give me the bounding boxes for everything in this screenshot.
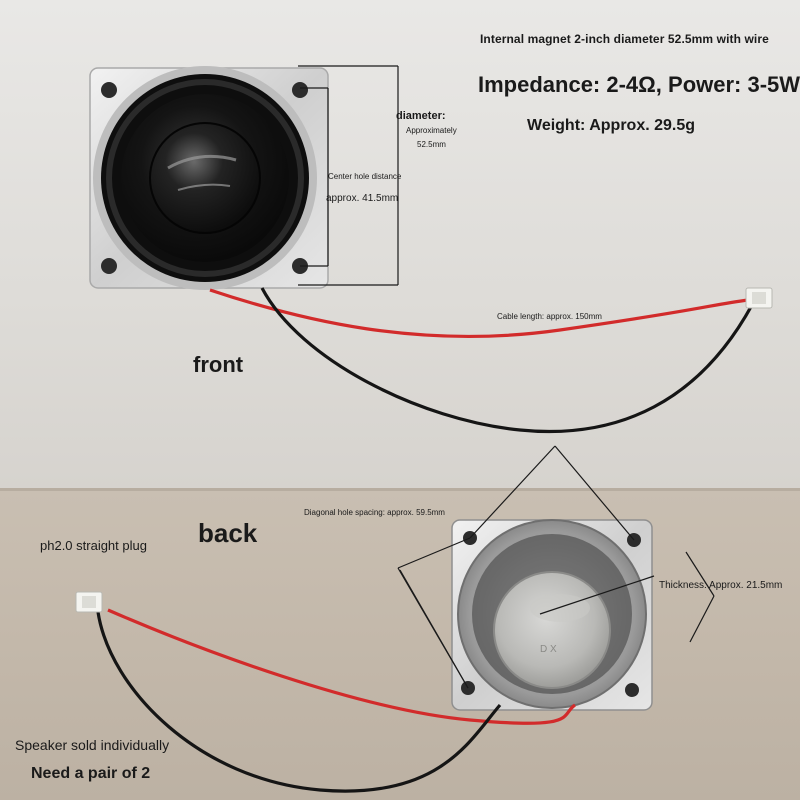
front-annotation-lines <box>298 65 399 286</box>
back-speaker <box>451 519 653 711</box>
sold-individually-note: Speaker sold individually <box>15 737 170 753</box>
cable-length-label: Cable length: approx. 150mm <box>497 312 602 321</box>
front-mount-hole-tl <box>101 82 117 98</box>
back-red-wire <box>107 608 576 725</box>
diagonal-hole-label: Diagonal hole spacing: approx. 59.5mm <box>304 508 445 517</box>
back-black-wire <box>96 611 502 793</box>
front-dome-highlight <box>167 154 237 170</box>
front-ph2-plug <box>745 287 773 309</box>
diameter-label: diameter: <box>396 110 446 122</box>
back-label: back <box>198 518 258 548</box>
front-black-wire <box>260 287 754 434</box>
front-speaker <box>89 66 329 290</box>
back-mount-hole-br <box>625 683 639 697</box>
magnet-marking-svg: D X <box>540 644 557 655</box>
center-hole-label: Center hole distance <box>328 172 402 181</box>
thickness-label: Thickness: Approx. 21.5mm <box>659 580 783 591</box>
pair-note: Need a pair of 2 <box>31 765 151 782</box>
plug-label: ph2.0 straight plug <box>40 538 147 553</box>
back-photo-background <box>0 490 800 800</box>
front-mount-hole-tr <box>292 82 308 98</box>
back-magnet <box>493 571 611 689</box>
title-line: Internal magnet 2-inch diameter 52.5mm w… <box>480 32 769 46</box>
front-label: front <box>193 352 244 377</box>
back-ph2-plug <box>75 591 103 613</box>
front-surround-roll <box>106 79 304 277</box>
front-mount-hole-bl <box>101 258 117 274</box>
diameter-value-line1: Approximately <box>406 126 457 135</box>
center-hole-value: approx. 41.5mm <box>326 193 399 204</box>
weight-spec: Weight: Approx. 29.5g <box>527 117 696 134</box>
diameter-value-line2: 52.5mm <box>417 140 446 149</box>
back-annotation-lines <box>397 445 715 689</box>
front-dust-cap <box>149 122 261 234</box>
front-red-wire <box>209 288 749 339</box>
photo-divider <box>0 488 800 491</box>
impedance-power-spec: Impedance: 2-4Ω, Power: 3-5W <box>478 72 800 97</box>
